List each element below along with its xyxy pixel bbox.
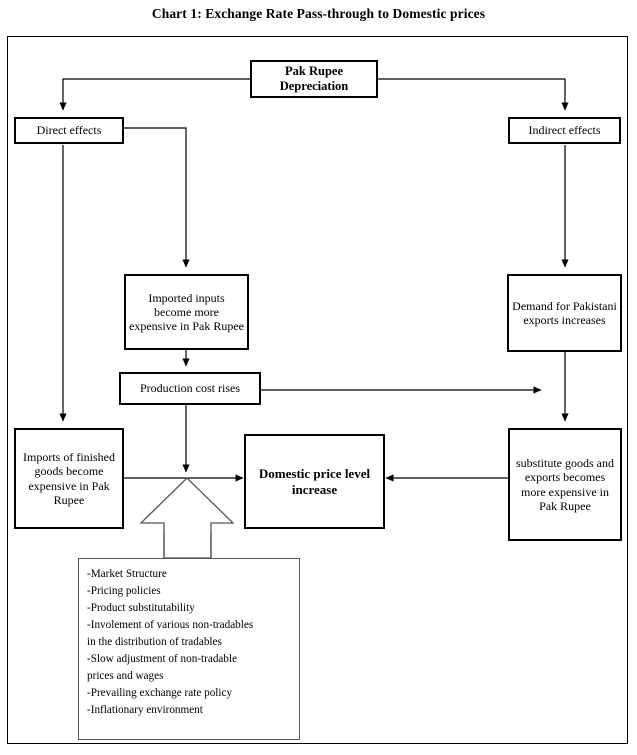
factor-item: in the distribution of tradables bbox=[87, 636, 222, 649]
node-direct-effects[interactable]: Direct effects bbox=[14, 117, 124, 144]
node-domestic-price-level-increase[interactable]: Domestic price level increase bbox=[244, 434, 385, 529]
factor-item: -Market Structure bbox=[87, 568, 167, 580]
factor-item: -Pricing policies bbox=[87, 585, 161, 598]
node-label-demand-exports: Demand for Pakistani exports increases bbox=[512, 298, 617, 327]
node-label-imports-finished: Imports of finished goods become expensi… bbox=[23, 450, 115, 507]
factors-box[interactable]: -Market Structure -Pricing policies -Pro… bbox=[78, 558, 300, 740]
node-imports-finished-goods[interactable]: Imports of finished goods become expensi… bbox=[14, 428, 124, 529]
node-label-imported-inputs: Imported inputs become more expensive in… bbox=[129, 290, 244, 334]
node-label-direct: Direct effects bbox=[36, 123, 102, 138]
node-demand-pakistani-exports[interactable]: Demand for Pakistani exports increases bbox=[507, 274, 622, 352]
node-label-production-cost: Production cost rises bbox=[140, 381, 240, 396]
factor-item: -Slow adjustment of non-tradable bbox=[87, 653, 238, 666]
chart-title: Chart 1: Exchange Rate Pass-through to D… bbox=[151, 6, 486, 21]
node-imported-inputs[interactable]: Imported inputs become more expensive in… bbox=[124, 274, 249, 350]
node-pak-rupee-depreciation[interactable]: Pak Rupee Depreciation bbox=[250, 60, 378, 98]
node-label-substitute-goods: substitute goods and exports becomes mor… bbox=[516, 456, 614, 513]
node-label-domestic-price: Domestic price level increase bbox=[258, 466, 371, 497]
factor-item: -Product substitutability bbox=[87, 602, 195, 615]
factor-item: -Involement of various non-tradables bbox=[87, 619, 254, 632]
factor-item: -Inflationary environment bbox=[87, 704, 203, 717]
node-indirect-effects[interactable]: Indirect effects bbox=[508, 117, 621, 144]
node-label-root: Pak Rupee Depreciation bbox=[279, 64, 349, 93]
factor-item: -Prevailing exchange rate policy bbox=[87, 687, 233, 700]
node-substitute-goods[interactable]: substitute goods and exports becomes mor… bbox=[508, 428, 622, 541]
factor-item: prices and wages bbox=[87, 670, 164, 683]
node-label-indirect: Indirect effects bbox=[528, 123, 601, 138]
node-production-cost-rises[interactable]: Production cost rises bbox=[119, 372, 261, 405]
